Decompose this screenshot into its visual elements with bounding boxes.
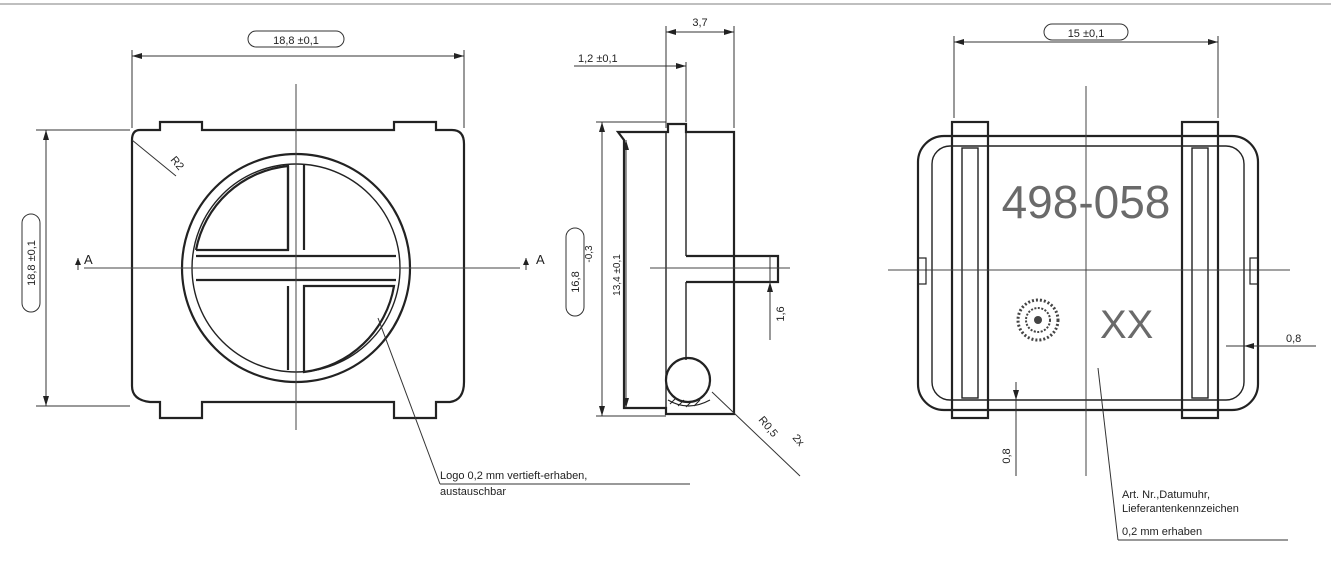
front-view: 18,8 ±0,1 18,8 ±0,1 R2 A A Logo 0,2 mm v… bbox=[21, 30, 690, 498]
front-height-dimension: 18,8 ±0,1 bbox=[26, 240, 38, 286]
front-note-line1: Logo 0,2 mm vertieft-erhaben, bbox=[440, 470, 587, 482]
back-note-line1: Art. Nr.,Datumuhr, bbox=[1122, 489, 1210, 501]
back-view: 498-058 XX 15 ±0,1 0,8 0,8 Art. Nr.,Datu… bbox=[888, 23, 1316, 541]
side-thickness-dimension: 3,7 bbox=[692, 17, 707, 29]
side-foot-circle bbox=[664, 356, 712, 404]
section-mark-left: A bbox=[84, 252, 93, 267]
side-radius-label: R0,5 bbox=[756, 414, 780, 440]
front-note-line2: austauschbar bbox=[440, 486, 506, 498]
side-outer-height-dimension: 16,8 bbox=[570, 271, 582, 292]
side-outer-height-tolerance: -0,3 bbox=[584, 245, 595, 263]
section-mark-right: A bbox=[536, 252, 545, 267]
side-slot bbox=[686, 254, 780, 284]
back-note-line2: Lieferantenkennzeichen bbox=[1122, 503, 1239, 515]
back-bottom-gap-dimension: 0,8 bbox=[1001, 448, 1013, 463]
side-radius-count: 2x bbox=[790, 432, 807, 449]
back-note-line3: 0,2 mm erhaben bbox=[1122, 526, 1202, 538]
front-radius-label: R2 bbox=[168, 154, 186, 172]
front-logo-quadrant-br bbox=[302, 284, 396, 374]
back-code: XX bbox=[1100, 303, 1153, 347]
side-view: 3,7 1,2 ±0,1 16,8 -0,3 13,4 ±0,1 1,6 R0,… bbox=[565, 17, 807, 477]
back-side-gap-dimension: 0,8 bbox=[1286, 333, 1301, 345]
side-inner-height-dimension: 13,4 ±0,1 bbox=[612, 254, 623, 296]
date-stamp-icon bbox=[1016, 298, 1060, 342]
side-body-outline bbox=[615, 122, 736, 416]
front-width-dimension: 18,8 ±0,1 bbox=[273, 35, 319, 47]
side-slot-dimension: 1,6 bbox=[775, 306, 787, 321]
back-width-dimension: 15 ±0,1 bbox=[1068, 28, 1105, 40]
side-step-dimension: 1,2 ±0,1 bbox=[578, 53, 618, 65]
back-body-inner bbox=[931, 145, 1245, 401]
front-logo-quadrant-tl bbox=[194, 164, 290, 252]
back-part-number: 498-058 bbox=[1002, 176, 1171, 228]
